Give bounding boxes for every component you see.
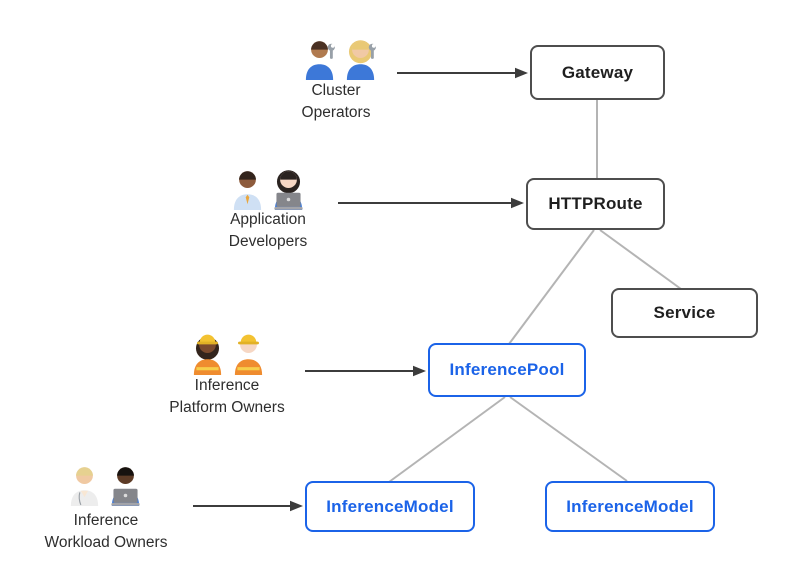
man-technologist-emoji bbox=[111, 467, 140, 506]
application-developers-label-line1: Application bbox=[230, 211, 306, 228]
woman-technologist-emoji bbox=[274, 170, 303, 210]
connector-inference-pool-to-inference-model-right bbox=[509, 396, 628, 482]
cluster-operators-emoji-group bbox=[301, 36, 380, 80]
application-developers-emoji-group bbox=[229, 166, 308, 210]
node-gateway-label: Gateway bbox=[561, 62, 634, 82]
application-developers-label-line2: Developers bbox=[228, 233, 308, 250]
node-inference-model-left: InferenceModel bbox=[305, 481, 475, 532]
arrowhead-application-developers-to-httproute bbox=[511, 197, 524, 209]
inference-workload-owners-emoji-group bbox=[66, 462, 145, 506]
node-inference-pool: InferencePool bbox=[428, 343, 586, 397]
node-inference-model-right: InferenceModel bbox=[545, 481, 715, 532]
inference-platform-owners-label-line2: Platform Owners bbox=[169, 399, 285, 416]
inference-platform-owners-label-line1: Inference bbox=[194, 377, 260, 394]
woman-mechanic-emoji bbox=[346, 40, 376, 80]
woman-construction-worker-emoji bbox=[193, 334, 222, 375]
node-httproute: HTTPRoute bbox=[526, 178, 665, 230]
inference-workload-owners-label-line2: Workload Owners bbox=[44, 534, 168, 551]
inference-workload-owners-label-line1: Inference bbox=[73, 512, 139, 529]
man-mechanic-emoji bbox=[305, 41, 335, 80]
inference-workload-owners-label: Inference Workload Owners bbox=[45, 510, 168, 554]
connector-httproute-to-service bbox=[599, 229, 682, 290]
arrowhead-inference-platform-owners-to-inference-pool bbox=[413, 365, 426, 377]
node-gateway: Gateway bbox=[530, 45, 665, 100]
application-developers-label: Application Developers bbox=[229, 209, 307, 253]
inference-platform-owners-label: Inference Platform Owners bbox=[169, 375, 284, 419]
node-service-label: Service bbox=[653, 303, 716, 322]
cluster-operators-label-line1: Cluster bbox=[311, 82, 361, 99]
arrowhead-inference-workload-owners-to-inference-model-left bbox=[290, 500, 303, 512]
arrowhead-cluster-operators-to-gateway bbox=[515, 67, 528, 79]
inference-platform-owners-emoji-group bbox=[189, 331, 268, 375]
connector-httproute-to-inference-pool bbox=[508, 229, 595, 345]
man-construction-worker-emoji bbox=[234, 334, 263, 375]
node-inference-model-left-label: InferenceModel bbox=[326, 496, 454, 516]
node-httproute-label: HTTPRoute bbox=[548, 194, 643, 213]
man-office-worker-emoji bbox=[233, 171, 262, 210]
node-inference-model-right-label: InferenceModel bbox=[566, 496, 694, 516]
cluster-operators-label: Cluster Operators bbox=[302, 80, 371, 124]
health-worker-emoji bbox=[70, 467, 99, 506]
connector-inference-pool-to-inference-model-left bbox=[388, 396, 506, 483]
cluster-operators-label-line2: Operators bbox=[301, 104, 371, 121]
node-service: Service bbox=[611, 288, 758, 338]
node-inference-pool-label: InferencePool bbox=[449, 360, 565, 379]
